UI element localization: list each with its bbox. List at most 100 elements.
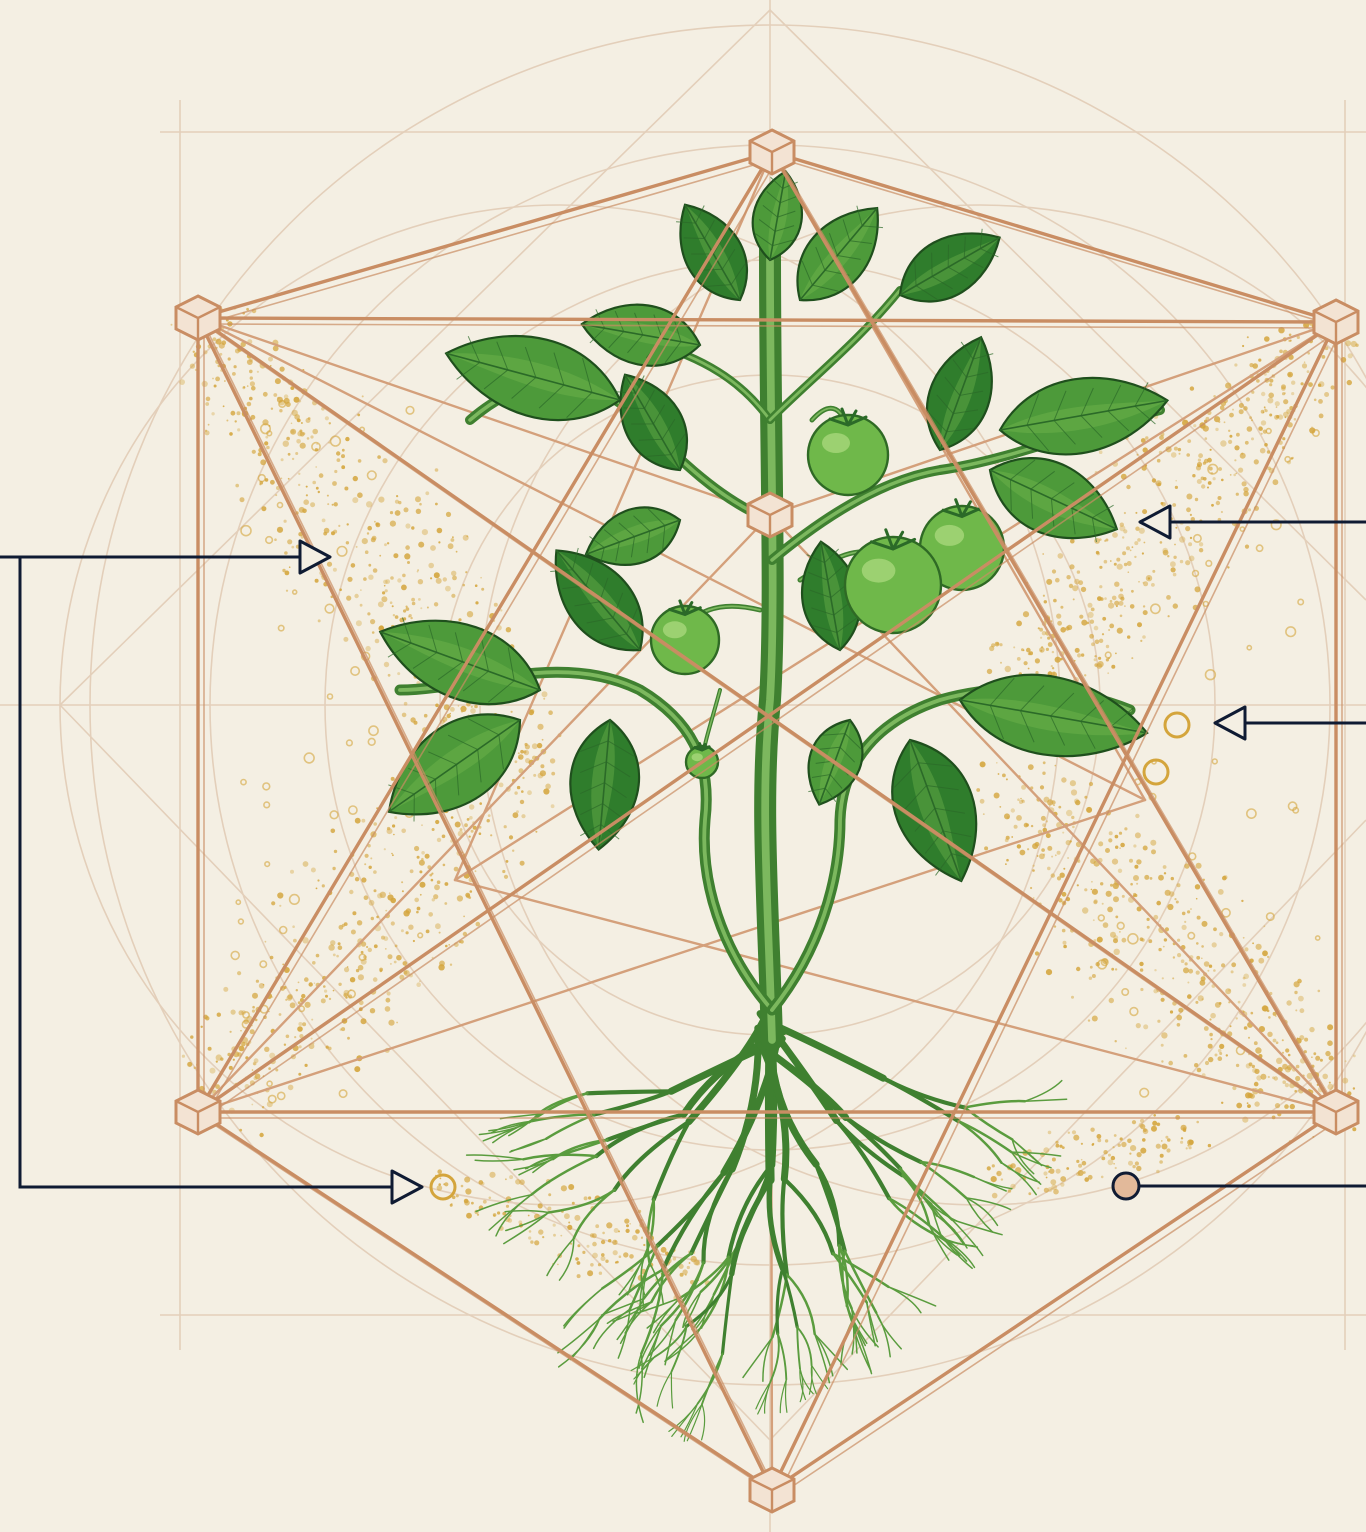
dust-lower-right	[1187, 994, 1192, 999]
dust-bottom-left	[572, 1202, 575, 1205]
dust-upper-left	[277, 527, 283, 533]
dust-upper-left	[408, 615, 410, 617]
dust-upper-left	[228, 357, 231, 360]
dust-lower-left	[417, 907, 421, 911]
dust-lower-left	[323, 985, 326, 988]
dust-lower-right	[1183, 967, 1189, 973]
dust-lower-left	[345, 996, 347, 998]
dust-upper-left	[538, 773, 544, 779]
dust-upper-left	[422, 529, 428, 535]
dust-lower-right	[1143, 846, 1148, 851]
dust-lower-right	[1016, 815, 1022, 821]
dust-lower-left	[391, 921, 395, 925]
dust-lower-right	[1322, 1074, 1328, 1080]
dust-upper-right	[1110, 600, 1113, 603]
dust-lower-left	[390, 898, 396, 904]
dust-lower-right	[1219, 1052, 1222, 1055]
dust-lower-right	[1111, 968, 1114, 971]
dust-upper-right	[1245, 441, 1249, 445]
dust-bottom-right	[1056, 1169, 1061, 1174]
dust-lower-right	[1238, 1001, 1241, 1004]
dust-lower-left	[294, 1036, 296, 1038]
dust-upper-left	[206, 397, 211, 402]
dust-upper-left	[511, 711, 513, 713]
dust-lower-right	[1177, 1023, 1181, 1027]
dust-upper-left	[179, 379, 185, 385]
dust-bottom-left	[519, 1179, 525, 1185]
dust-upper-left	[334, 502, 338, 506]
dust-lower-left	[390, 963, 392, 965]
dust-lower-left	[290, 870, 294, 874]
dust-upper-right	[1081, 653, 1084, 656]
dust-lower-right	[1247, 1102, 1249, 1104]
dust-bottom-right	[1132, 1120, 1136, 1124]
dust-upper-right	[1117, 564, 1123, 570]
dust-lower-right	[1106, 891, 1112, 897]
dust-upper-left	[277, 397, 280, 400]
dust-upper-right	[1107, 672, 1109, 674]
dust-bottom-right	[1113, 1146, 1115, 1148]
dust-upper-right	[1301, 382, 1304, 385]
dust-lower-right	[1086, 807, 1092, 813]
dust-lower-right	[976, 788, 980, 792]
dust-upper-left	[525, 743, 528, 746]
dust-bottom-left	[689, 1262, 691, 1264]
dust-lower-left	[470, 890, 473, 893]
dust-lower-left	[324, 990, 327, 993]
dust-lower-right	[1174, 898, 1176, 900]
dust-lower-right	[1201, 976, 1206, 981]
dust-upper-right	[1144, 542, 1146, 544]
dust-lower-right	[1241, 900, 1243, 902]
dust-lower-right	[1353, 1087, 1355, 1089]
dust-upper-left	[232, 372, 236, 376]
dust-bottom-left	[626, 1229, 630, 1233]
dust-lower-left	[314, 982, 316, 984]
dust-lower-left	[408, 925, 413, 930]
dust-lower-left	[304, 977, 309, 982]
dust-lower-right	[1247, 1104, 1251, 1108]
dust-lower-right	[1144, 875, 1149, 880]
dust-upper-left	[275, 494, 277, 496]
dust-upper-left	[475, 601, 478, 604]
dust-lower-right	[1164, 872, 1166, 874]
dust-upper-right	[1058, 553, 1064, 559]
vertex-cube-ctr	[748, 493, 792, 537]
dust-lower-right	[1141, 938, 1145, 942]
dust-upper-right	[1134, 541, 1138, 545]
dust-lower-right	[1273, 1039, 1277, 1043]
dust-lower-left	[445, 882, 449, 886]
dust-upper-left	[346, 596, 351, 601]
dust-bottom-left	[577, 1261, 581, 1265]
dust-upper-right	[1287, 372, 1293, 378]
dust-lower-right	[1311, 1056, 1313, 1058]
dust-bottom-right	[1111, 1156, 1115, 1160]
dust-lower-right	[1226, 1054, 1228, 1056]
dust-upper-left	[214, 385, 217, 388]
dust-lower-left	[464, 823, 468, 827]
dust-lower-left	[442, 835, 446, 839]
dust-lower-left	[513, 812, 519, 818]
dust-lower-right	[1150, 877, 1153, 880]
dust-bottom-left	[489, 1172, 495, 1178]
dust-lower-right	[1062, 929, 1066, 933]
dust-bottom-left	[598, 1263, 601, 1266]
dust-lower-right	[1236, 1064, 1239, 1067]
dust-upper-left	[375, 522, 378, 525]
dust-upper-left	[190, 364, 195, 369]
dust-upper-left	[542, 739, 544, 741]
dust-bottom-left	[466, 1213, 472, 1219]
dust-upper-right	[1132, 546, 1134, 548]
dust-upper-right	[1220, 440, 1226, 446]
dust-lower-left	[425, 854, 430, 859]
dust-lower-left	[259, 1133, 263, 1137]
dust-upper-left	[548, 710, 553, 715]
dust-bottom-left	[587, 1270, 593, 1276]
dust-bottom-right	[991, 1176, 997, 1182]
dust-lower-right	[1115, 916, 1118, 919]
dust-upper-right	[1104, 560, 1108, 564]
dust-upper-right	[1104, 540, 1106, 542]
dust-lower-right	[1089, 782, 1093, 786]
dust-lower-right	[1091, 881, 1093, 883]
dust-lower-left	[265, 941, 267, 943]
dust-bottom-left	[574, 1215, 580, 1221]
